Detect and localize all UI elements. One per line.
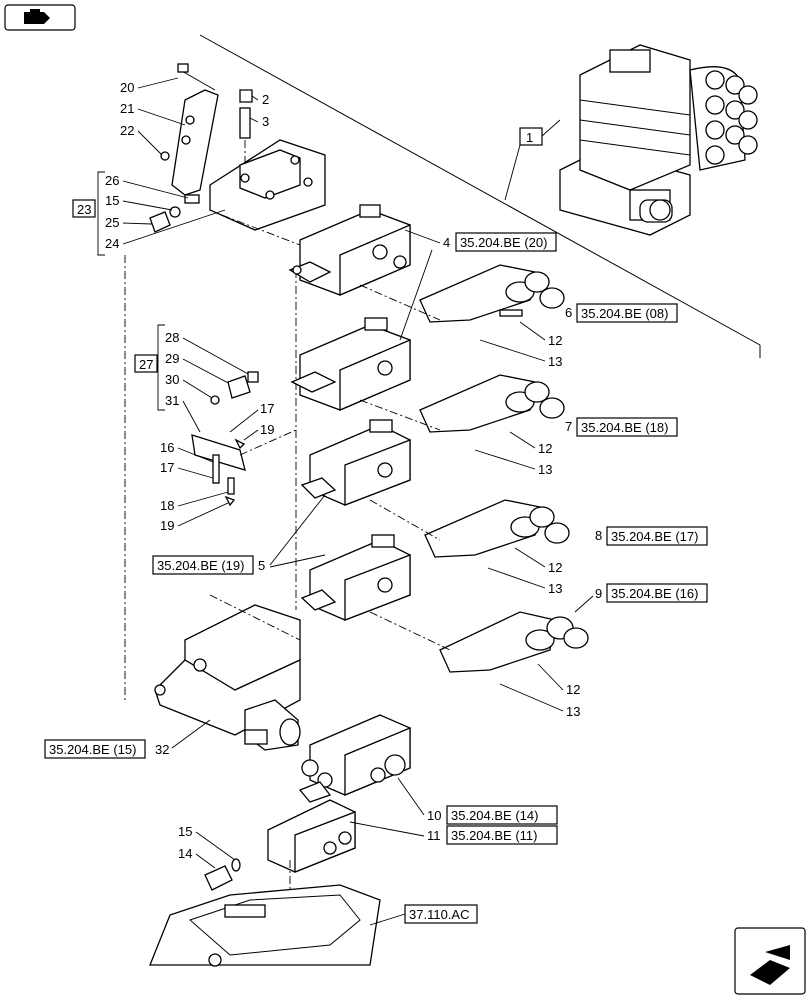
callout-26: 26 bbox=[105, 173, 119, 188]
ref-17: 35.204.BE (17) bbox=[611, 529, 698, 544]
callout-24: 24 bbox=[105, 236, 119, 251]
callout-17b: 17 bbox=[160, 460, 174, 475]
ref-box-08[interactable] bbox=[576, 303, 678, 323]
assembled-valve-inset bbox=[559, 44, 758, 236]
callout-14: 14 bbox=[178, 846, 192, 861]
callout-1: 1 bbox=[526, 130, 533, 145]
transmission-housing bbox=[149, 884, 381, 967]
ref-16: 35.204.BE (16) bbox=[611, 586, 698, 601]
callout-13a: 13 bbox=[548, 354, 562, 369]
valve-section-4 bbox=[288, 204, 411, 296]
ref-box-20[interactable] bbox=[455, 232, 557, 252]
ref-20: 35.204.BE (20) bbox=[460, 235, 547, 250]
valve-section-10 bbox=[301, 714, 411, 796]
handle-assembly-6 bbox=[419, 264, 565, 323]
callout-13c: 13 bbox=[548, 581, 562, 596]
callout-27: 27 bbox=[139, 357, 153, 372]
callout-28: 28 bbox=[165, 330, 179, 345]
callout-32: 32 bbox=[155, 742, 169, 757]
ref-37: 37.110.AC bbox=[409, 907, 469, 922]
ref-14: 35.204.BE (14) bbox=[451, 808, 538, 823]
callout-18: 18 bbox=[160, 498, 174, 513]
linkage-parts bbox=[191, 371, 259, 507]
callout-15a: 15 bbox=[105, 193, 119, 208]
callout-12b: 12 bbox=[538, 441, 552, 456]
callout-4: 4 bbox=[443, 235, 450, 250]
ref-box-19[interactable] bbox=[152, 555, 254, 575]
ref-box-18[interactable] bbox=[576, 417, 678, 437]
mounting-bracket bbox=[171, 63, 219, 196]
callout-13b: 13 bbox=[538, 462, 552, 477]
ref-box-17[interactable] bbox=[606, 526, 708, 546]
callout-19b: 19 bbox=[160, 518, 174, 533]
ref-box-15[interactable] bbox=[44, 739, 146, 759]
callout-25: 25 bbox=[105, 215, 119, 230]
callout-11: 11 bbox=[427, 828, 441, 843]
ref-08: 35.204.BE (08) bbox=[581, 306, 668, 321]
fittings-14-15 bbox=[204, 858, 241, 891]
callout-7: 7 bbox=[565, 419, 572, 434]
callout-8: 8 bbox=[595, 528, 602, 543]
callout-12a: 12 bbox=[548, 333, 562, 348]
ref-box-11[interactable] bbox=[446, 825, 558, 845]
ref-19: 35.204.BE (19) bbox=[157, 558, 244, 573]
page-forward-icon[interactable] bbox=[734, 927, 806, 995]
ref-18: 35.204.BE (18) bbox=[581, 420, 668, 435]
callout-10: 10 bbox=[427, 808, 441, 823]
ref-15: 35.204.BE (15) bbox=[49, 742, 136, 757]
callout-2: 2 bbox=[262, 92, 269, 107]
stud-and-nut bbox=[239, 89, 253, 165]
cover-plate bbox=[209, 139, 326, 231]
small-fittings-23 bbox=[149, 151, 200, 233]
valve-section-3rd bbox=[300, 419, 411, 506]
callout-23: 23 bbox=[77, 202, 91, 217]
callout-6: 6 bbox=[565, 305, 572, 320]
valve-section-4th bbox=[300, 534, 411, 621]
handle-assembly-7 bbox=[419, 374, 565, 433]
handle-assembly-9 bbox=[439, 611, 589, 673]
callout-30: 30 bbox=[165, 372, 179, 387]
callout-15b: 15 bbox=[178, 824, 192, 839]
callout-20: 20 bbox=[120, 80, 134, 95]
callout-22: 22 bbox=[120, 123, 134, 138]
valve-section-11 bbox=[267, 781, 356, 873]
callout-5: 5 bbox=[258, 558, 265, 573]
callout-16: 16 bbox=[160, 440, 174, 455]
callout-9: 9 bbox=[595, 586, 602, 601]
callout-12c: 12 bbox=[548, 560, 562, 575]
callout-3: 3 bbox=[262, 114, 269, 129]
ref-box-16[interactable] bbox=[606, 583, 708, 603]
callout-box-1 bbox=[519, 127, 543, 146]
book-arrow-icon[interactable] bbox=[4, 4, 76, 31]
end-cover-32 bbox=[154, 604, 301, 751]
ref-box-14[interactable] bbox=[446, 805, 558, 825]
callout-31: 31 bbox=[165, 393, 179, 408]
valve-section-2nd bbox=[290, 317, 411, 411]
ref-11: 35.204.BE (11) bbox=[451, 828, 537, 843]
callout-12d: 12 bbox=[566, 682, 580, 697]
handle-assembly-8 bbox=[424, 499, 570, 558]
callout-29: 29 bbox=[165, 351, 179, 366]
inset-reference-line bbox=[199, 34, 761, 346]
callout-21: 21 bbox=[120, 101, 134, 116]
callout-17a: 17 bbox=[260, 401, 274, 416]
callout-13d: 13 bbox=[566, 704, 580, 719]
callout-19a: 19 bbox=[260, 422, 274, 437]
